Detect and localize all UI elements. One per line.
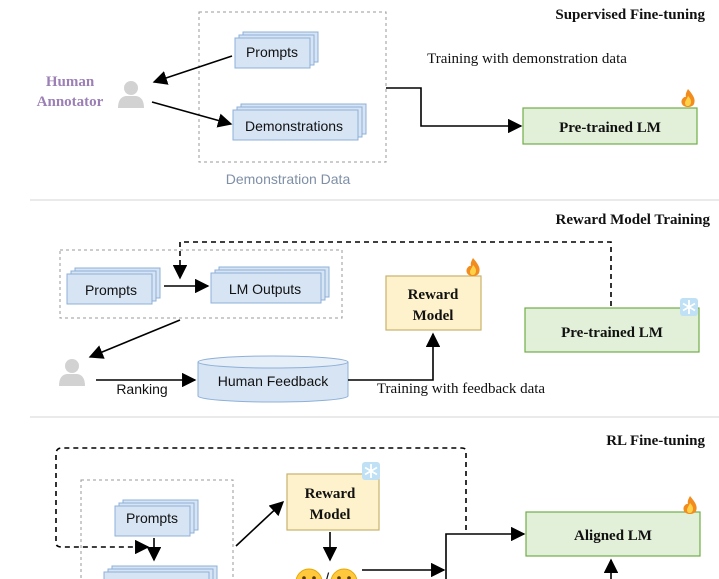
happy-face-icon <box>295 568 323 579</box>
fire-icon <box>683 496 697 514</box>
fire-icon <box>681 89 695 107</box>
dashed-feedback-loop-rl <box>55 447 467 555</box>
reward-model-label-rm-line2: Model <box>413 308 454 324</box>
dashed-arrow-lm-to-group-rm <box>172 241 612 306</box>
reward-model-label-rm-line1: Reward <box>408 287 459 303</box>
section-title-rl: RL Fine-tuning <box>606 433 705 449</box>
demonstration-data-label: Demonstration Data <box>226 171 351 187</box>
prompt-generation-group-rl <box>80 479 234 579</box>
arrow-group-to-reward-rl <box>235 501 285 547</box>
demonstrations-label: Demonstrations <box>245 118 343 134</box>
fire-icon <box>466 258 480 276</box>
emoji-separator: / <box>325 571 330 579</box>
arrow-group-to-human <box>88 319 181 359</box>
lm-outputs-doc-stack: LM Outputs <box>210 266 330 304</box>
snowflake-icon <box>361 461 381 481</box>
human-icon-rm <box>59 359 85 386</box>
prompts-label-rm: Prompts <box>85 282 137 298</box>
pretrained-lm-box-rm <box>524 307 700 353</box>
section-supervised-fine-tuning: Supervised Fine-tuning Human Annotator D… <box>37 7 706 187</box>
reward-model-box-rl <box>286 473 380 531</box>
aligned-lm-label: Aligned LM <box>574 528 652 544</box>
section-title-sft: Supervised Fine-tuning <box>555 7 705 23</box>
outputs-doc-stack-rl <box>103 565 218 579</box>
arrow-feedback-to-reward <box>348 332 441 381</box>
pretrained-lm-label-sft: Pre-trained LM <box>559 120 661 136</box>
reward-model-label-rl-line1: Reward <box>305 486 356 502</box>
reward-model-box-rm <box>385 275 482 331</box>
human-feedback-database: Human Feedback <box>197 355 349 403</box>
human-annotator-label-line2: Annotator <box>37 94 104 110</box>
human-annotator-icon <box>118 81 144 108</box>
prompts-doc-stack-sft: Prompts <box>234 31 319 69</box>
sad-face-icon <box>330 568 358 579</box>
arrow-prompts-to-annotator <box>152 55 233 85</box>
section-title-rm: Reward Model Training <box>556 212 711 228</box>
training-feedback-label: Training with feedback data <box>377 381 545 397</box>
pretrained-lm-label-rm: Pre-trained LM <box>561 325 663 341</box>
human-feedback-label: Human Feedback <box>218 373 330 389</box>
prompts-label-sft: Prompts <box>246 44 298 60</box>
arrow-update-to-aligned-lm <box>445 526 526 579</box>
section-rl-fine-tuning: RL Fine-tuning Prompts Reward Model / <box>55 433 705 579</box>
reward-emoji-pair: / <box>295 568 358 579</box>
ranking-label: Ranking <box>116 381 167 397</box>
arrow-annotator-to-demonstrations <box>151 101 233 128</box>
prompts-doc-stack-rm: Prompts <box>66 267 161 305</box>
lm-outputs-label: LM Outputs <box>229 281 301 297</box>
aligned-lm-box <box>525 511 701 557</box>
prompt-output-group <box>59 249 343 319</box>
demonstrations-doc-stack: Demonstrations <box>232 103 367 141</box>
arrow-demonstrations-to-lm <box>386 87 523 134</box>
reward-model-label-rl-line2: Model <box>310 507 351 523</box>
pretrained-lm-box-sft <box>522 107 698 145</box>
prompts-label-rl: Prompts <box>126 510 178 526</box>
prompts-doc-stack-rl: Prompts <box>114 499 199 537</box>
training-demonstration-label: Training with demonstration data <box>427 51 627 67</box>
snowflake-icon <box>679 297 699 317</box>
human-annotator-label-line1: Human <box>46 74 95 90</box>
section-reward-model-training: Reward Model Training Prompts LM Outputs… <box>59 212 711 403</box>
